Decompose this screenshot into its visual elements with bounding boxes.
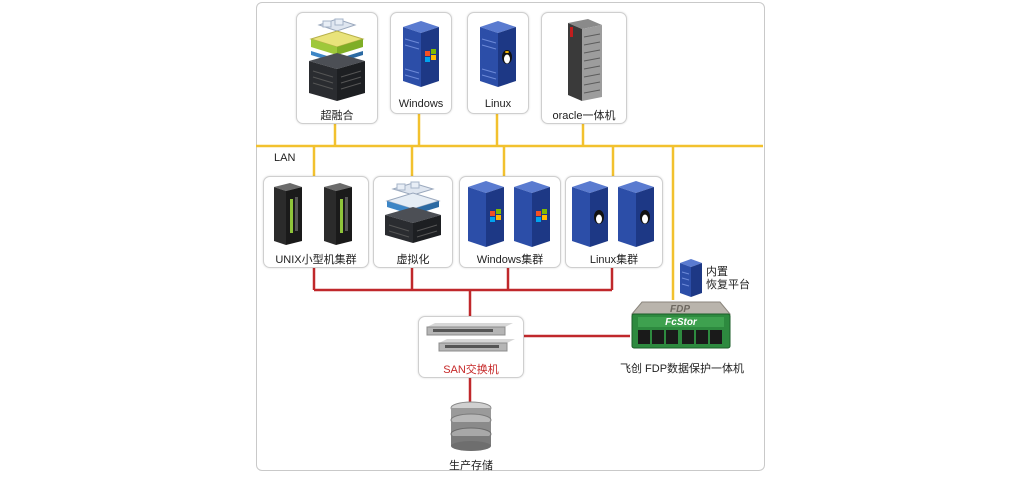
- linux-server-icon: [480, 21, 516, 87]
- linux-cluster-icon: [572, 181, 654, 247]
- san-switch-icon: [426, 323, 515, 352]
- fdp-appliance-icon[interactable]: FDP FcStor: [628, 300, 734, 352]
- node-unix-cluster[interactable]: UNIX小型机集群: [263, 176, 369, 268]
- node-label-virtualization: 虚拟化: [396, 254, 430, 266]
- node-label-oracle: oracle一体机: [552, 110, 616, 122]
- unix-cluster-icon: [274, 183, 352, 245]
- node-label-windows-cluster: Windows集群: [476, 254, 544, 266]
- node-label-unix-cluster: UNIX小型机集群: [275, 254, 357, 266]
- node-label-windows: Windows: [398, 98, 444, 110]
- storage-label: 生产存储: [449, 460, 493, 472]
- windows-server-icon: [403, 21, 439, 87]
- node-oracle[interactable]: oracle一体机: [541, 12, 627, 124]
- node-linux-cluster[interactable]: Linux集群: [565, 176, 663, 268]
- node-virtualization[interactable]: 虚拟化: [373, 176, 453, 268]
- node-linux[interactable]: Linux: [467, 12, 529, 114]
- hyperconverged-stack-icon: [309, 18, 365, 101]
- oracle-rack-icon: [568, 19, 602, 101]
- node-windows[interactable]: Windows: [390, 12, 452, 114]
- node-san-switch[interactable]: SAN交换机: [418, 316, 524, 378]
- storage-cylinder-icon[interactable]: [448, 400, 494, 452]
- san-switch-label: SAN交换机: [443, 364, 499, 376]
- windows-cluster-icon: [468, 181, 550, 247]
- virtualization-stack-icon: [385, 181, 441, 243]
- node-label-hyperconverged: 超融合: [320, 110, 354, 122]
- node-hyperconverged[interactable]: 超融合: [296, 12, 378, 124]
- node-windows-cluster[interactable]: Windows集群: [459, 176, 561, 268]
- lan-label: LAN: [274, 152, 296, 164]
- node-label-linux: Linux: [484, 98, 512, 110]
- fdp-top-text: FDP: [670, 304, 690, 315]
- fdp-device-label: 飞创 FDP数据保护一体机: [619, 363, 745, 375]
- fdp-front-text: FcStor: [665, 317, 698, 328]
- recovery-platform-label: 内置 恢复平台: [706, 266, 750, 291]
- node-label-linux-cluster: Linux集群: [589, 254, 639, 266]
- recovery-server-icon: [680, 259, 702, 297]
